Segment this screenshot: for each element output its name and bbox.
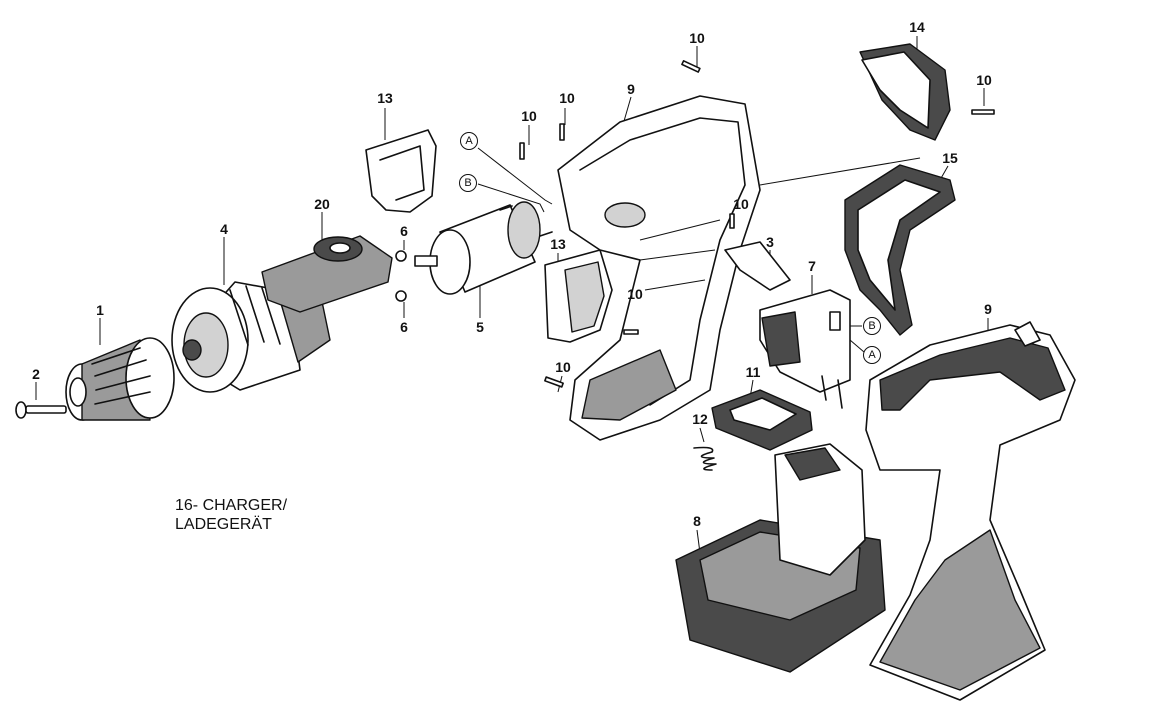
screws-part-10 <box>519 60 995 388</box>
part-label-6-upper: 6 <box>400 223 408 239</box>
part-label-10-d: 10 <box>733 196 749 212</box>
clamp-part-13-lower <box>544 249 613 343</box>
battery-part-8 <box>675 443 886 673</box>
switch-part-7 <box>759 289 851 409</box>
part-label-15: 15 <box>942 150 958 166</box>
part-label-10-a: 10 <box>521 108 537 124</box>
part-label-1: 1 <box>96 302 104 318</box>
charger-note-line1: 16- CHARGER/ <box>175 497 288 514</box>
part-label-13-top: 13 <box>377 90 393 106</box>
switch-lever-part-3 <box>724 241 791 291</box>
ref-marker-a-right: A <box>863 346 881 364</box>
gearbox-part-4 <box>171 281 331 393</box>
motor-part-5 <box>414 201 553 295</box>
grip-cover-part-15 <box>844 164 956 336</box>
part-label-9-left: 9 <box>627 81 635 97</box>
housing-right-part-9 <box>865 321 1076 701</box>
part-label-8: 8 <box>693 513 701 529</box>
screw-part-2 <box>15 401 67 419</box>
screws-part-6 <box>395 250 407 302</box>
part-label-14: 14 <box>909 19 925 35</box>
part-label-10-b: 10 <box>559 90 575 106</box>
cap-part-14 <box>859 43 951 141</box>
part-label-10-f: 10 <box>555 359 571 375</box>
spring-part-12 <box>693 446 717 471</box>
ref-marker-a-left: A <box>460 132 478 150</box>
clamp-part-13-top <box>365 129 437 213</box>
charger-note-line2: LADEGERÄT <box>175 516 272 533</box>
part-label-10-c: 10 <box>689 30 705 46</box>
part-label-2: 2 <box>32 366 40 382</box>
charger-note: 16- CHARGER/ LADEGERÄT <box>175 496 287 534</box>
part-label-6-lower: 6 <box>400 319 408 335</box>
part-label-7: 7 <box>808 258 816 274</box>
housing-left-part-9 <box>557 95 761 441</box>
ref-marker-b-right: B <box>863 317 881 335</box>
part-label-10-e: 10 <box>627 286 643 302</box>
part-label-10-g: 10 <box>976 72 992 88</box>
chuck-part-1 <box>65 337 175 421</box>
part-label-3: 3 <box>766 234 774 250</box>
part-label-12: 12 <box>692 411 708 427</box>
part-label-5: 5 <box>476 319 484 335</box>
part-label-13-lower: 13 <box>550 236 566 252</box>
part-label-11: 11 <box>745 364 761 380</box>
gear-housing-part-20 <box>261 235 393 313</box>
part-label-9-right: 9 <box>984 301 992 317</box>
part-label-4: 4 <box>220 221 228 237</box>
frame-part-11 <box>711 389 813 451</box>
ref-marker-b-left: B <box>459 174 477 192</box>
part-label-20: 20 <box>314 196 330 212</box>
